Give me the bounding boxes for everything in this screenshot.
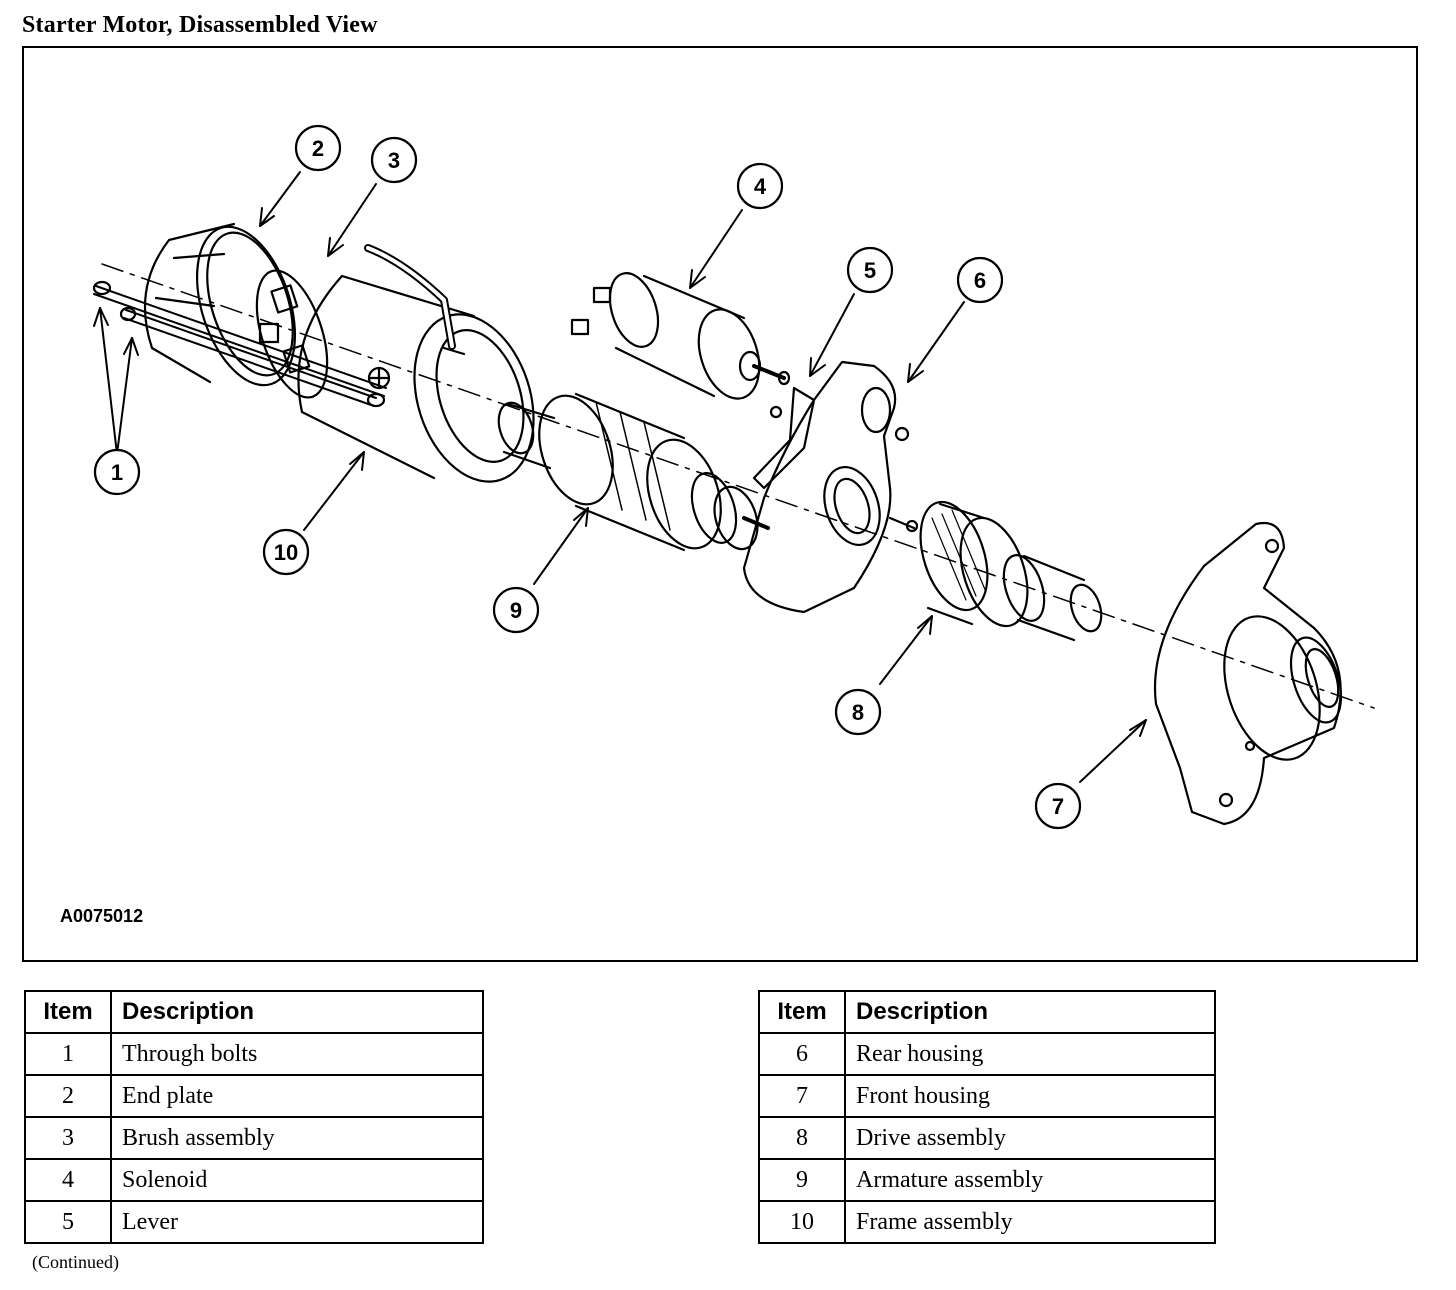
svg-text:3: 3 [388, 148, 400, 173]
callout-3: 3 [370, 136, 418, 184]
continued-note: (Continued) [32, 1252, 119, 1272]
solenoid-part [570, 272, 791, 400]
item-number: 2 [24, 1074, 112, 1118]
item-description: Armature assembly [844, 1158, 1216, 1202]
svg-text:8: 8 [852, 700, 864, 725]
table-header-row: Item Description [758, 990, 1216, 1034]
legend-table-right: Item Description 6 Rear housing 7 Front … [758, 990, 1216, 1244]
svg-text:9: 9 [510, 598, 522, 623]
armature-assembly-part [497, 392, 770, 552]
callout-4: 4 [736, 162, 784, 210]
svg-text:6: 6 [974, 268, 986, 293]
legend-table-left: Item Description 1 Through bolts 2 End p… [24, 990, 484, 1244]
table-row: 8 Drive assembly [758, 1116, 1216, 1160]
callout-7: 7 [1034, 782, 1082, 830]
item-description: End plate [110, 1074, 484, 1118]
callout-8: 8 [834, 688, 882, 736]
column-header-description: Description [844, 990, 1216, 1034]
page-title: Starter Motor, Disassembled View [22, 12, 378, 38]
svg-text:4: 4 [754, 174, 767, 199]
starter-motor-illustration: 1 2 3 4 5 6 7 8 [92, 124, 1375, 830]
svg-text:1: 1 [111, 460, 123, 485]
item-description: Lever [110, 1200, 484, 1244]
table-row: 2 End plate [24, 1074, 484, 1118]
item-number: 1 [24, 1032, 112, 1076]
item-number: 4 [24, 1158, 112, 1202]
through-bolts-part [92, 280, 387, 408]
item-number: 8 [758, 1116, 846, 1160]
rear-housing-part [742, 360, 916, 614]
lever-part [752, 386, 816, 490]
callout-9: 9 [492, 586, 540, 634]
column-header-item: Item [24, 990, 112, 1034]
item-description: Through bolts [110, 1032, 484, 1076]
callout-5: 5 [846, 246, 894, 294]
drive-assembly-part [905, 500, 1103, 642]
svg-text:7: 7 [1052, 794, 1064, 819]
item-description: Frame assembly [844, 1200, 1216, 1244]
item-number: 9 [758, 1158, 846, 1202]
item-description: Front housing [844, 1074, 1216, 1118]
column-header-description: Description [110, 990, 484, 1034]
table-row: 9 Armature assembly [758, 1158, 1216, 1202]
table-row: 1 Through bolts [24, 1032, 484, 1076]
svg-text:2: 2 [312, 136, 324, 161]
exploded-view-figure: 1 2 3 4 5 6 7 8 [22, 46, 1418, 962]
callout-2: 2 [294, 124, 342, 172]
item-description: Rear housing [844, 1032, 1216, 1076]
table-header-row: Item Description [24, 990, 484, 1034]
item-description: Drive assembly [844, 1116, 1216, 1160]
item-number: 10 [758, 1200, 846, 1244]
item-description: Brush assembly [110, 1116, 484, 1160]
table-row: 6 Rear housing [758, 1032, 1216, 1076]
figure-id: A0075012 [60, 906, 144, 926]
svg-text:5: 5 [864, 258, 876, 283]
table-row: 7 Front housing [758, 1074, 1216, 1118]
leader-arrows [93, 171, 1147, 783]
item-number: 7 [758, 1074, 846, 1118]
callout-10: 10 [262, 528, 310, 576]
svg-text:10: 10 [274, 540, 298, 565]
item-number: 5 [24, 1200, 112, 1244]
center-axis-line [101, 263, 1375, 709]
callout-1: 1 [93, 448, 141, 496]
table-row: 10 Frame assembly [758, 1200, 1216, 1244]
item-description: Solenoid [110, 1158, 484, 1202]
table-row: 5 Lever [24, 1200, 484, 1244]
callout-6: 6 [956, 256, 1004, 304]
frame-assembly-part [297, 244, 535, 483]
front-housing-part [1153, 521, 1343, 826]
item-number: 3 [24, 1116, 112, 1160]
table-row: 3 Brush assembly [24, 1116, 484, 1160]
item-number: 6 [758, 1032, 846, 1076]
table-row: 4 Solenoid [24, 1158, 484, 1202]
column-header-item: Item [758, 990, 846, 1034]
end-plate-part [143, 222, 297, 387]
